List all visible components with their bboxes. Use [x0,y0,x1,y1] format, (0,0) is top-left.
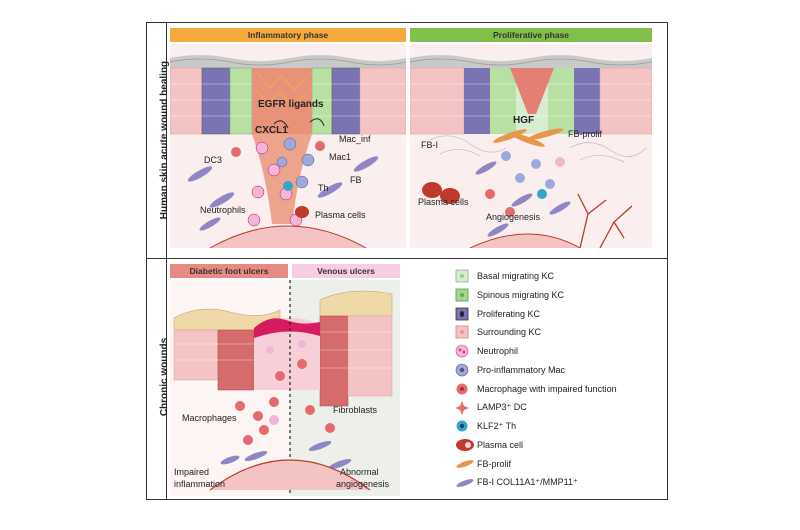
legend-item: KLF2⁺ Th [455,417,516,435]
label-dc3: DC3 [204,155,223,165]
legend-item: LAMP3⁺ DC [455,399,527,417]
pro-inflammatory-mac-icon [455,363,477,377]
legend-label: Pro-inflammatory Mac [477,365,566,375]
legend-label: Macrophage with impaired function [477,383,617,394]
venous-ulcers-header: Venous ulcers [292,264,400,278]
basal-kc-icon [455,269,477,283]
label-mac-inf: Mac_inf [339,134,371,144]
fb-i-icon [455,476,477,490]
legend-item: Surrounding KC [455,323,541,341]
legend-label: Plasma cell [477,440,524,451]
frame-divider [146,258,668,259]
side-column-border-bottom [166,258,167,500]
legend-item: Neutrophil [455,342,518,360]
label-impaired-line1: Impaired [174,467,210,477]
legend-label: Spinous migrating KC [477,289,565,300]
legend-label: Surrounding KC [477,327,542,338]
label-mac1: Mac1 [329,152,352,162]
legend-label: FB-prolif [477,459,512,469]
inflammatory-phase-header: Inflammatory phase [170,28,406,42]
label-angiogenesis: Angiogenesis [486,212,541,222]
fb-prolif-icon [455,457,477,471]
legend-item: FB-prolif [455,455,511,473]
diabetic-foot-ulcers-header: Diabetic foot ulcers [170,264,288,278]
outer-frame [146,22,668,500]
impaired-macrophage-icon [455,382,477,396]
klf2-th-icon [455,419,477,433]
plasma-cell-icon [455,438,477,452]
legend-item: Spinous migrating KC [455,286,564,304]
label-hgf: HGF [513,115,535,126]
label-plasma-cells-top-left: Plasma cells [315,210,366,220]
legend-label: Neutrophil [477,346,519,357]
label-abnormal-line2: angiogenesis [336,479,390,489]
legend-label: Proliferating KC [477,308,541,319]
legend-item: Plasma cell [455,436,523,454]
legend-item: Proliferating KC [455,305,540,323]
label-egfr-ligands: EGFR ligands [258,99,324,110]
legend-item: Pro-inflammatory Mac [455,361,565,379]
label-fb-i: FB-I [421,140,438,150]
proliferative-phase-header: Proliferative phase [410,28,652,42]
label-fb: FB [350,175,362,185]
proliferative-phase-illustration [410,44,652,248]
label-abnormal-line1: Abnormal [340,467,379,477]
neutrophil-icon [455,344,477,358]
surrounding-kc-icon [455,325,477,339]
label-fibroblasts: Fibroblasts [333,405,378,415]
proliferating-kc-icon [455,307,477,321]
chronic-wounds-illustration [170,280,400,496]
label-fb-prolif-top: FB-prolif [568,129,603,139]
legend-item: FB-I COL11A1⁺/MMP11⁺ [455,474,578,492]
lamp3-dc-icon [455,400,477,415]
label-plasma-cells-top-right: Plasma cells [418,197,469,207]
legend-label: Basal migrating KC [477,271,555,281]
side-column-border-top [166,22,167,258]
legend-item: Macrophage with impaired function [455,380,617,398]
legend-label: FB-I COL11A1⁺/MMP11⁺ [477,477,578,488]
label-th: Th [318,183,329,193]
legend-label: KLF2⁺ Th [477,420,517,431]
legend-label: LAMP3⁺ DC [477,402,527,413]
label-neutrophils: Neutrophils [200,205,246,215]
legend-item: Basal migrating KC [455,267,554,285]
label-impaired-line2: inflammation [174,479,226,489]
inflammatory-phase-illustration [170,44,406,248]
spinous-kc-icon [455,288,477,302]
label-macrophages: Macrophages [182,413,237,423]
label-cxcl1: CXCL1 [255,125,288,136]
